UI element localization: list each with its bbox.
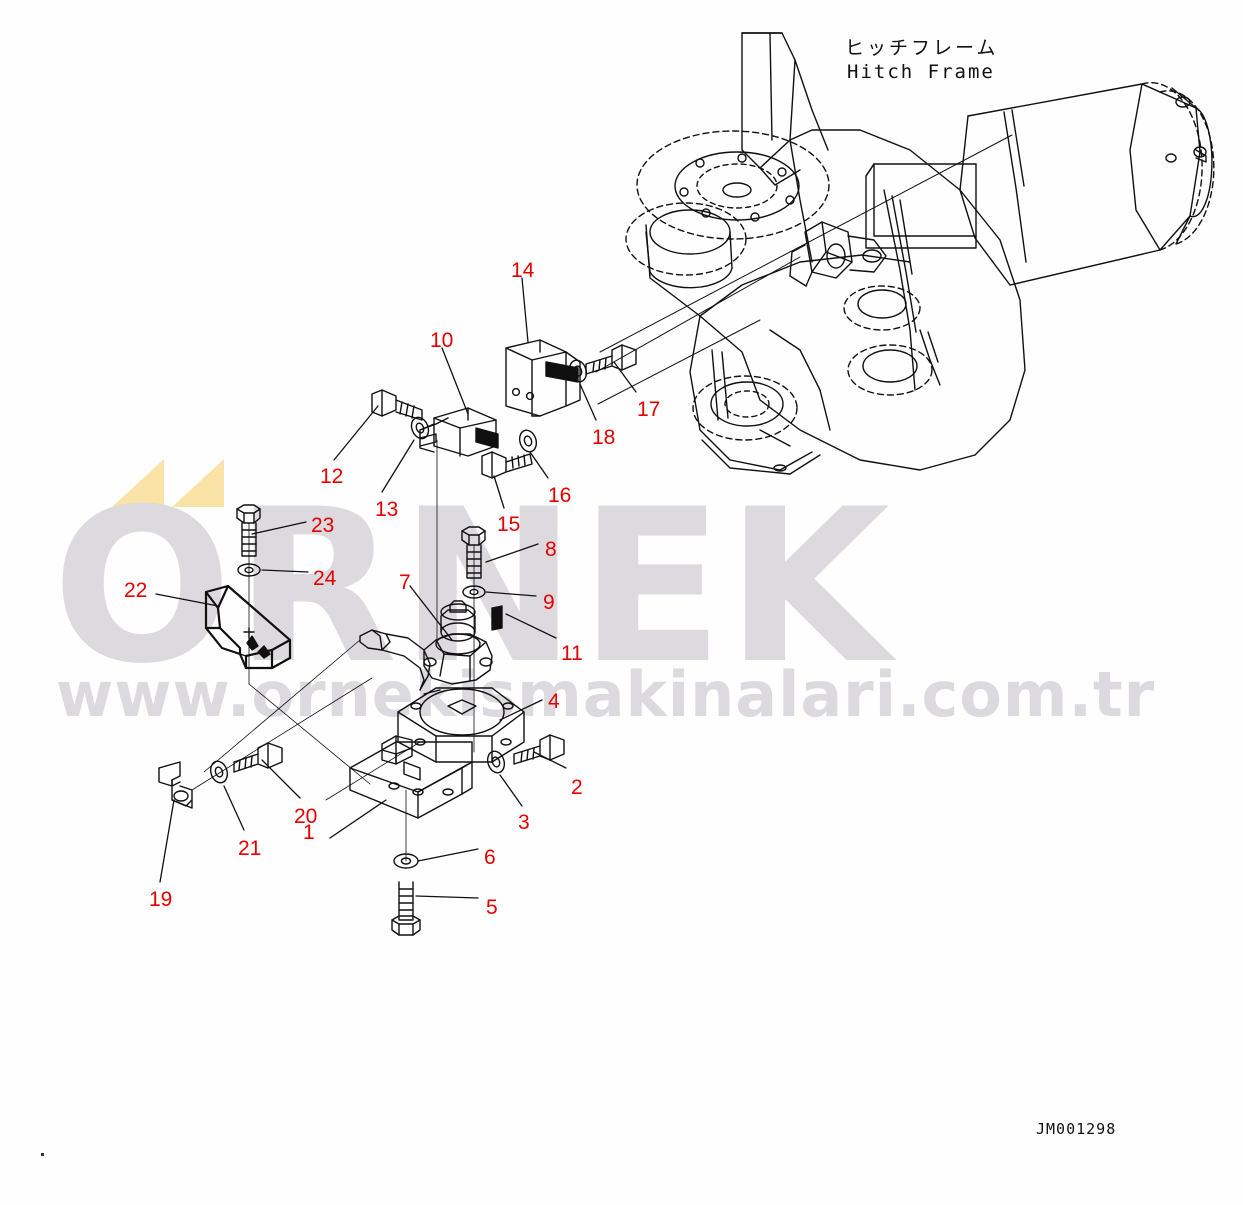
pin-11 bbox=[491, 605, 503, 631]
callout-20[interactable]: 20 bbox=[294, 805, 318, 828]
callout-17[interactable]: 17 bbox=[637, 398, 661, 421]
title-english: Hitch Frame bbox=[847, 61, 995, 83]
corner-registration-mark bbox=[41, 1153, 44, 1156]
bolt-15 bbox=[481, 451, 533, 479]
callout-13[interactable]: 13 bbox=[375, 498, 399, 521]
callout-3[interactable]: 3 bbox=[518, 811, 530, 834]
washer-3 bbox=[486, 750, 506, 774]
callout-21[interactable]: 21 bbox=[238, 837, 262, 860]
callout-leader-lines bbox=[155, 277, 637, 899]
callout-5[interactable]: 5 bbox=[486, 896, 498, 919]
callout-11[interactable]: 11 bbox=[561, 642, 583, 665]
callout-10[interactable]: 10 bbox=[430, 329, 454, 352]
callout-6[interactable]: 6 bbox=[484, 846, 496, 869]
washer-16 bbox=[518, 429, 538, 453]
washer-13 bbox=[410, 416, 430, 440]
bracket-10 bbox=[419, 407, 499, 457]
callout-18[interactable]: 18 bbox=[592, 426, 616, 449]
title-japanese: ヒッチフレーム bbox=[845, 37, 999, 59]
cover-bracket-22 bbox=[204, 584, 292, 670]
washer-18 bbox=[568, 359, 588, 383]
bolt-2 bbox=[513, 734, 565, 765]
callout-12[interactable]: 12 bbox=[320, 465, 344, 488]
hitch-frame-casting bbox=[625, 32, 1215, 475]
callout-7[interactable]: 7 bbox=[399, 571, 411, 594]
clamp-bracket-19 bbox=[158, 761, 193, 809]
callout-1[interactable]: 1 bbox=[303, 821, 315, 844]
callout-8[interactable]: 8 bbox=[545, 538, 557, 561]
sensor-base-plate-4 bbox=[397, 687, 525, 763]
callout-15[interactable]: 15 bbox=[497, 513, 521, 536]
mounting-bracket-plate-1 bbox=[349, 735, 473, 819]
sensor-assembly-7 bbox=[359, 600, 493, 691]
callout-24[interactable]: 24 bbox=[313, 567, 337, 590]
callout-4[interactable]: 4 bbox=[548, 690, 560, 713]
drawing-code: JM001298 bbox=[1036, 1120, 1117, 1138]
bolt-5 bbox=[391, 881, 421, 936]
callout-16[interactable]: 16 bbox=[548, 484, 572, 507]
callout-2[interactable]: 2 bbox=[571, 776, 583, 799]
callout-23[interactable]: 23 bbox=[311, 514, 335, 537]
assembly-reference-lines bbox=[191, 639, 421, 801]
callout-19[interactable]: 19 bbox=[149, 888, 173, 911]
callout-22[interactable]: 22 bbox=[124, 579, 148, 602]
bolt-12 bbox=[371, 389, 423, 421]
callout-14[interactable]: 14 bbox=[511, 259, 535, 282]
callout-9[interactable]: 9 bbox=[543, 591, 555, 614]
